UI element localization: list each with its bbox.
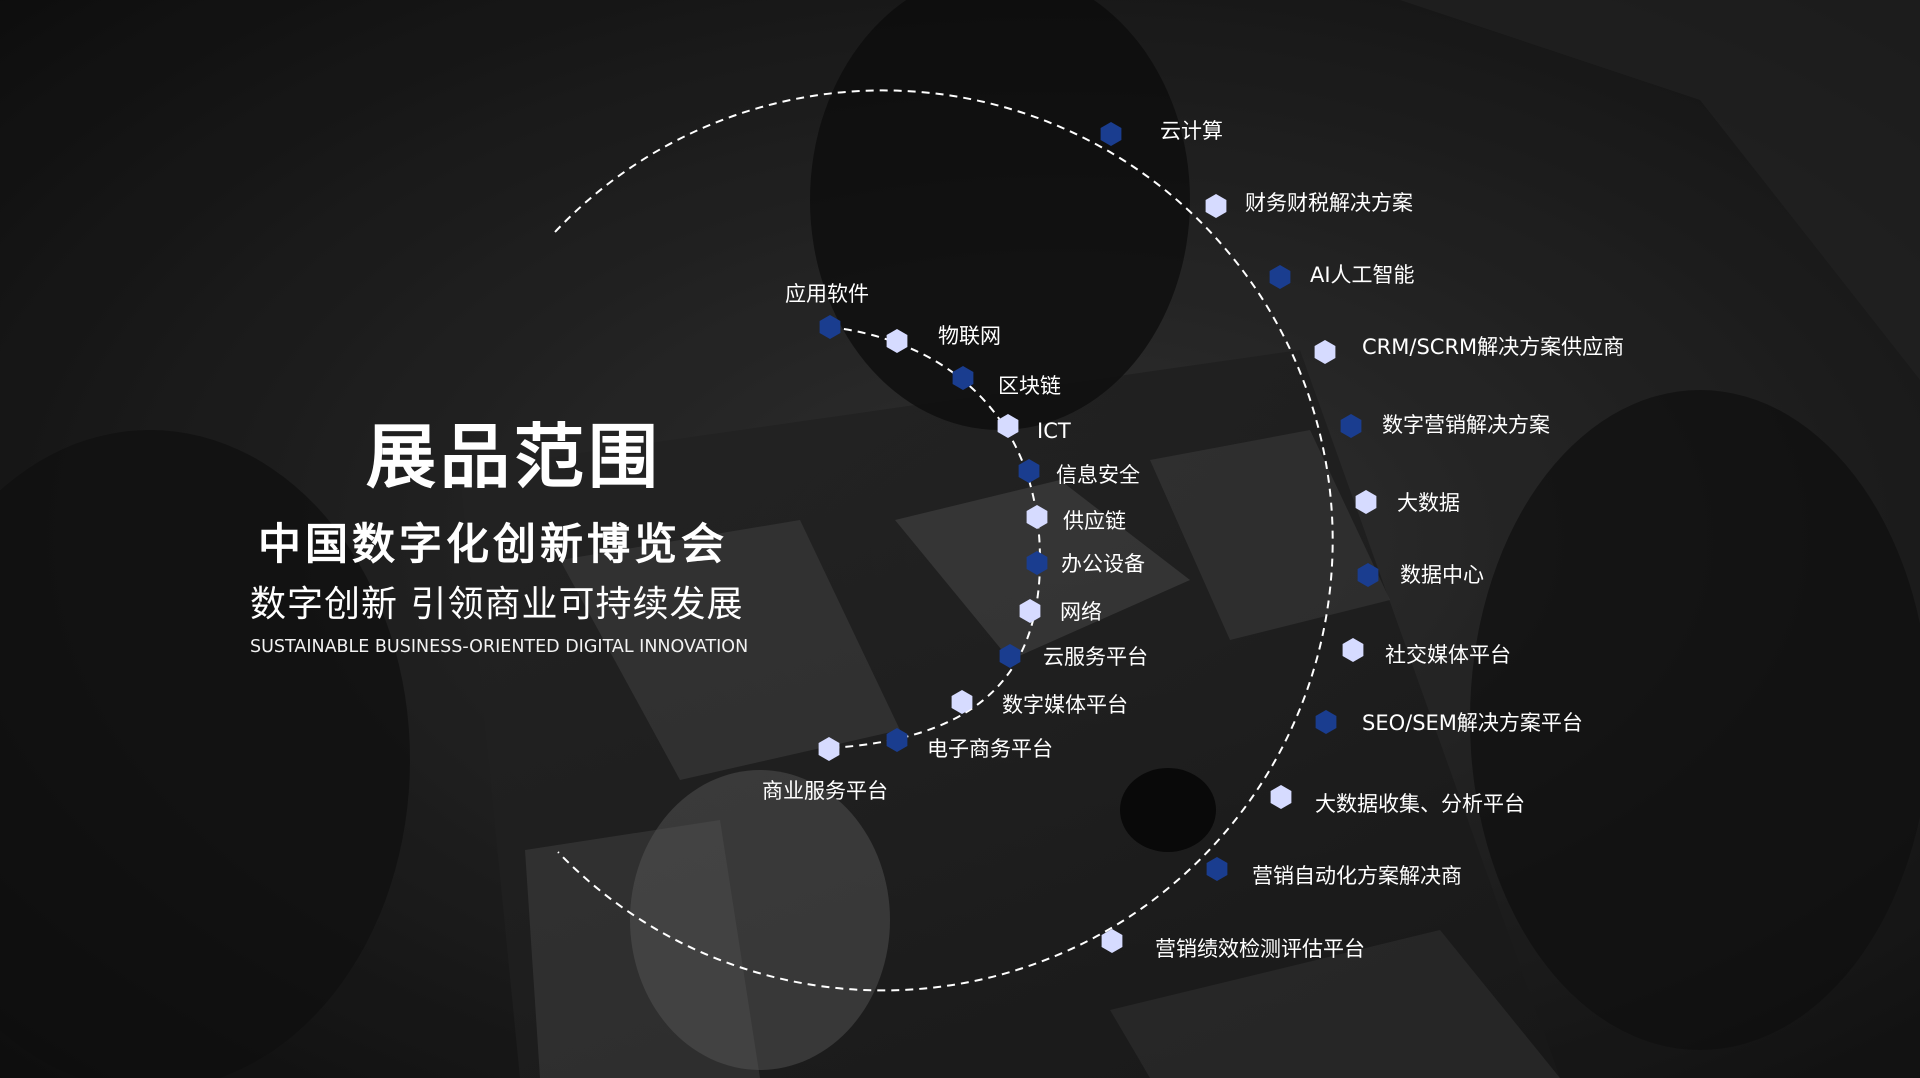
outer-hexagon-marker (1342, 638, 1364, 662)
inner-label-ecommerce: 电子商务平台 (927, 737, 1053, 761)
inner-hexagon-marker (818, 737, 840, 761)
main-title: 展品范围 (366, 416, 662, 498)
inner-hexagon-marker (819, 315, 841, 339)
outer-label-crm-scrm: CRM/SCRM解决方案供应商 (1362, 335, 1625, 359)
person-top (810, 0, 1190, 430)
outer-hexagon-marker (1314, 340, 1336, 364)
inner-label-iot: 物联网 (938, 324, 1001, 348)
inner-label-info-security: 信息安全 (1056, 463, 1140, 487)
inner-label-supply-chain: 供应链 (1063, 509, 1126, 533)
outer-label-cloud-computing: 云计算 (1160, 119, 1223, 143)
person-right (1470, 390, 1920, 1050)
outer-label-marketing-automation: 营销自动化方案解决商 (1252, 864, 1462, 888)
inner-hexagon-marker (1019, 599, 1041, 623)
outer-hexagon-marker (1355, 490, 1377, 514)
inner-label-blockchain: 区块链 (998, 374, 1061, 398)
paper-left (560, 520, 900, 780)
inner-hexagon-marker (886, 728, 908, 752)
inner-hexagon-marker (1026, 551, 1048, 575)
inner-hexagon-marker (997, 414, 1019, 438)
inner-label-application-software: 应用软件 (785, 282, 869, 306)
inner-label-digital-media: 数字媒体平台 (1002, 693, 1128, 717)
outer-hexagon-marker (1340, 414, 1362, 438)
person-left (0, 430, 410, 1078)
outer-hexagon-marker (1205, 194, 1227, 218)
wall-corner (1400, 0, 1920, 380)
outer-label-finance-tax: 财务财税解决方案 (1245, 191, 1413, 215)
outer-hexagon-marker (1100, 122, 1122, 146)
inner-hexagon-marker (886, 329, 908, 353)
outer-label-seo-sem: SEO/SEM解决方案平台 (1362, 711, 1583, 735)
inner-label-office-equipment: 办公设备 (1061, 552, 1145, 576)
inner-hexagon-marker (1026, 505, 1048, 529)
sub-title: 中国数字化创新博览会 (258, 520, 728, 570)
outer-label-digital-marketing: 数字营销解决方案 (1382, 413, 1550, 437)
outer-hexagon-marker (1269, 265, 1291, 289)
inner-label-ict: ICT (1037, 419, 1071, 443)
inner-dashed-arc (829, 326, 1042, 749)
outer-hexagon-marker (1315, 710, 1337, 734)
inner-label-business-services: 商业服务平台 (762, 779, 888, 803)
outer-hexagon-marker (1270, 785, 1292, 809)
hexagon-markers (818, 122, 1379, 953)
outer-label-ai: AI人工智能 (1310, 263, 1415, 287)
inner-hexagon-marker (999, 644, 1021, 668)
outer-label-data-analytics: 大数据收集、分析平台 (1315, 792, 1525, 816)
outer-hexagon-marker (1101, 929, 1123, 953)
outer-label-big-data: 大数据 (1397, 491, 1460, 515)
lamp-bottom (630, 770, 890, 1070)
paper-bottom (525, 820, 760, 1078)
outer-label-marketing-performance: 营销绩效检测评估平台 (1155, 937, 1365, 961)
inner-hexagon-marker (952, 366, 974, 390)
coffee-cup (1120, 768, 1216, 852)
slogan-english: SUSTAINABLE BUSINESS-ORIENTED DIGITAL IN… (250, 637, 749, 657)
slogan: 数字创新 引领商业可持续发展 (250, 584, 744, 625)
outer-label-data-center: 数据中心 (1400, 563, 1484, 587)
inner-label-network: 网络 (1060, 600, 1102, 624)
inner-label-cloud-service: 云服务平台 (1043, 645, 1148, 669)
laptop (1110, 930, 1560, 1078)
outer-hexagon-marker (1357, 563, 1379, 587)
outer-dashed-circle (554, 89, 1334, 992)
inner-hexagon-marker (951, 690, 973, 714)
outer-label-social-media: 社交媒体平台 (1385, 643, 1511, 667)
inner-hexagon-marker (1018, 459, 1040, 483)
outer-hexagon-marker (1206, 857, 1228, 881)
